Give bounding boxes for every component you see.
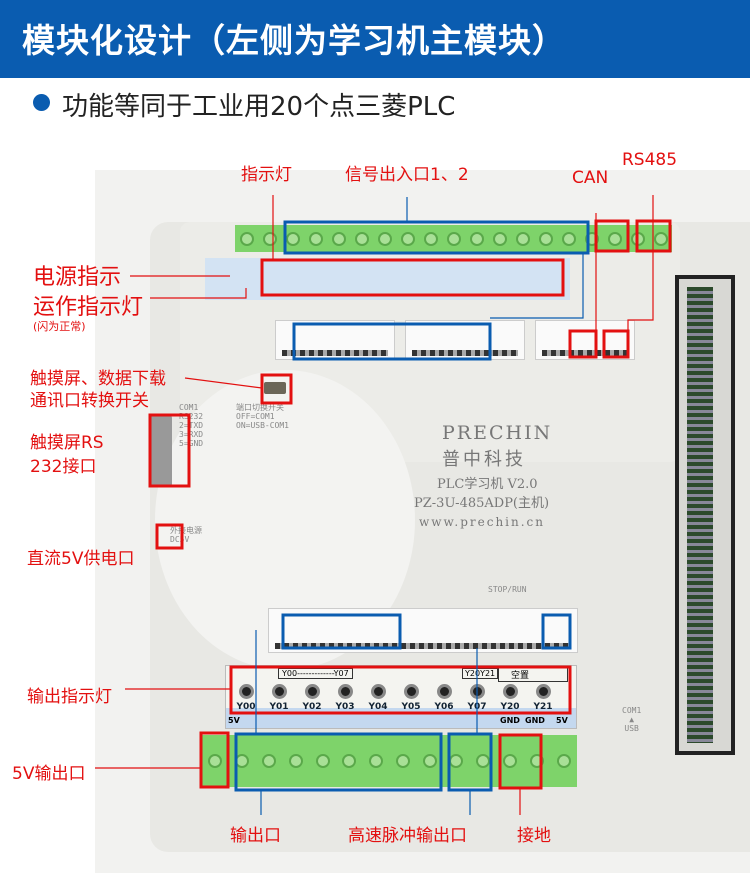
label-indicator: 指示灯 [241,165,292,185]
label-run-indicator: 运作指示灯 [33,295,144,320]
term-label-5v: 5V [556,716,568,725]
label-hs-output: 高速脉冲输出口 [348,826,467,846]
label-ground: 接地 [517,826,551,846]
output-led: Y20 [500,684,520,712]
box-hs-output [447,732,493,792]
bullet-icon [33,94,50,111]
model-line: PLC学习机 V2.0 [437,477,538,492]
output-led: Y03 [335,684,355,712]
label-switch-2: 通讯口转换开关 [30,391,149,411]
input-led-panel [205,258,570,300]
connector-3 [535,320,635,360]
expansion-connector [675,275,735,755]
box-dc5v [155,523,184,550]
label-rs485: RS485 [622,150,678,170]
output-led: Y05 [401,684,421,712]
output-led: Y21 [533,684,553,712]
label-dc5v: 直流5V供电口 [27,549,135,569]
website: www.prechin.cn [419,515,546,529]
stop-run-label: STOP/RUN [488,585,527,594]
box-can-top [594,219,630,253]
label-switch-1: 触摸屏、数据下载 [30,369,166,389]
com1-pinout: COM1 RS232 2=TXD 3=RXD 5=GND [179,403,204,448]
output-led: Y01 [269,684,289,712]
page-title: 模块化设计（左侧为学习机主模块） [0,0,750,78]
label-output-indicator: 输出指示灯 [27,687,112,707]
bottom-terminal-strip [202,735,577,787]
label-signal-io: 信号出入口1、2 [345,165,469,185]
brand-cn: 普中科技 [442,449,526,470]
output-led: Y02 [302,684,322,712]
label-rs232-1: 触摸屏RS [30,433,104,453]
box-output-led [229,665,572,715]
label-rs232-2: 232接口 [30,457,97,477]
box-signal-io [283,220,590,255]
model: PZ-3U-485ADP(主机) [414,496,550,511]
term-label-5v: 5V [228,716,240,725]
output-led: Y04 [368,684,388,712]
box-switch [260,373,293,405]
label-power-indicator: 电源指示 [33,265,122,290]
subtitle: 功能等同于工业用20个点三菱PLC [62,92,456,122]
bottom-connector [268,608,578,653]
box-can [568,329,598,359]
port-switch[interactable] [264,382,286,394]
connector-2 [405,320,525,360]
label-5v-output: 5V输出口 [12,764,86,784]
switch-legend: 端口切换开关 OFF=COM1 ON=USB-COM1 [236,403,289,430]
box-hs-conn [541,613,572,650]
box-output-conn [281,613,402,650]
usb-label: COM1 ▲ USB [622,706,642,733]
box-gnd [498,733,543,790]
output-led: Y00 [236,684,256,712]
output-led: Y06 [434,684,454,712]
box-output [234,732,443,792]
top-terminal-strip [235,225,672,252]
box-rs232 [148,413,191,488]
label-output: 输出口 [230,826,281,846]
label-can: CAN [572,168,609,188]
label-run-note: (闪为正常) [33,320,86,333]
brand: PRECHIN [442,422,553,444]
box-signal-conn [292,322,492,361]
term-label-gnd: GND [500,716,520,725]
term-label-gnd: GND [525,716,545,725]
box-indicator [260,258,565,297]
box-rs485 [602,329,630,359]
power-legend: 外接电源 DC5V [170,526,202,544]
box-5v-out [199,731,230,789]
rs232-port [150,415,172,487]
